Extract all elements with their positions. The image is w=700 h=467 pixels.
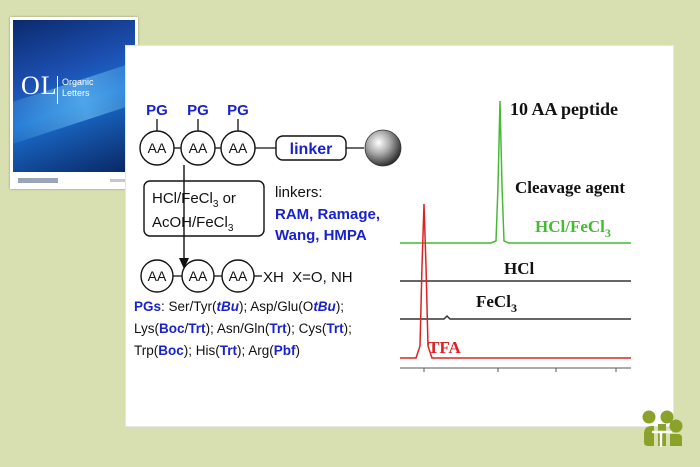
pgs-segment: Trt <box>326 321 344 336</box>
product-aa-label-2: AA <box>189 268 208 284</box>
pgs-segment: ); Arg( <box>237 343 274 358</box>
cover-art: OL Organic Letters <box>13 20 135 172</box>
aa-label-2: AA <box>189 140 208 156</box>
pgs-line-3: Trp(Boc); His(Trt); Arg(Pbf) <box>134 343 300 358</box>
chromatogram-title: 10 AA peptide <box>510 99 618 119</box>
pgs-segment: / <box>185 321 189 336</box>
pgs-line-1: PGs: Ser/Tyr(tBu); Asp/Glu(OtBu); <box>134 299 344 314</box>
trace-label-hcl: HCl <box>504 259 535 278</box>
reagent-box <box>143 180 265 237</box>
pgs-segment: tBu <box>217 299 240 314</box>
pg-label-2: PG <box>187 102 209 119</box>
publisher-logo <box>18 178 58 183</box>
cover-name-line1: Organic <box>62 77 94 87</box>
graphical-abstract: PG PG PG AA AA AA linker HCl/FeCl3 o <box>125 45 674 427</box>
trace-label-fecl3: FeCl3 <box>476 292 517 315</box>
trace-fecl3 <box>400 314 631 320</box>
cover-name-line2: Letters <box>62 88 90 98</box>
journal-cover: OL Organic Letters <box>10 17 138 189</box>
pgs-segment: : Ser/Tyr( <box>161 299 217 314</box>
pgs-segment: Pbf <box>274 343 296 358</box>
linker-label: linker <box>290 141 333 158</box>
pgs-segment: tBu <box>313 299 336 314</box>
trace-tfa <box>400 203 631 359</box>
reagent-line-1: HCl/FeCl3 or <box>152 190 236 210</box>
pgs-segment: Trt <box>188 321 206 336</box>
pgs-segment: ); Asp/Glu(O <box>239 299 313 314</box>
pgs-segment: ); Asn/Gln( <box>206 321 270 336</box>
pg-label-3: PG <box>227 102 249 119</box>
trace-label-tfa: TFA <box>428 338 461 357</box>
pgs-segment: ) <box>296 343 301 358</box>
product-aa-label-1: AA <box>148 268 167 284</box>
pgs-segment: Boc <box>158 343 184 358</box>
pgs-segment: Trt <box>220 343 238 358</box>
pgs-segment: PGs <box>134 299 161 314</box>
logo-badge-icon <box>642 410 683 448</box>
cover-divider <box>57 76 58 104</box>
reaction-arrowhead <box>179 258 189 269</box>
cover-footer-mark <box>110 179 128 182</box>
product-terminus: XH X=O, NH <box>263 269 353 286</box>
pgs-segment: ); <box>344 321 352 336</box>
pg-label-1: PG <box>146 102 168 119</box>
chromatogram-subtitle: Cleavage agent <box>515 178 625 197</box>
trace-hcl-fecl3 <box>400 100 631 244</box>
pgs-segment: Trt <box>269 321 287 336</box>
cover-abbrev: OL <box>21 71 58 100</box>
pgs-segment: Trp( <box>134 343 159 358</box>
trace-label-hcl-fecl3: HCl/FeCl3 <box>535 217 611 240</box>
reagent-line-2: AcOH/FeCl3 <box>152 214 234 234</box>
product-aa-label-3: AA <box>229 268 248 284</box>
pgs-line-2: Lys(Boc/Trt); Asn/Gln(Trt); Cys(Trt); <box>134 321 352 336</box>
aa-label-3: AA <box>229 140 248 156</box>
aa-label-1: AA <box>148 140 167 156</box>
abstract-drawing: PG PG PG AA AA AA linker HCl/FeCl3 o <box>134 99 631 372</box>
pgs-segment: ); <box>336 299 344 314</box>
linkers-line-1: RAM, Ramage, <box>275 206 380 223</box>
pgs-segment: Lys( <box>134 321 160 336</box>
linkers-heading: linkers: <box>275 184 323 201</box>
linkers-line-2: Wang, HMPA <box>275 227 367 244</box>
pgs-segment: Boc <box>159 321 185 336</box>
resin-bead <box>364 129 402 167</box>
cover-journal-name: Organic Letters <box>62 77 94 99</box>
pgs-segment: ); His( <box>184 343 220 358</box>
pgs-segment: ); Cys( <box>287 321 327 336</box>
